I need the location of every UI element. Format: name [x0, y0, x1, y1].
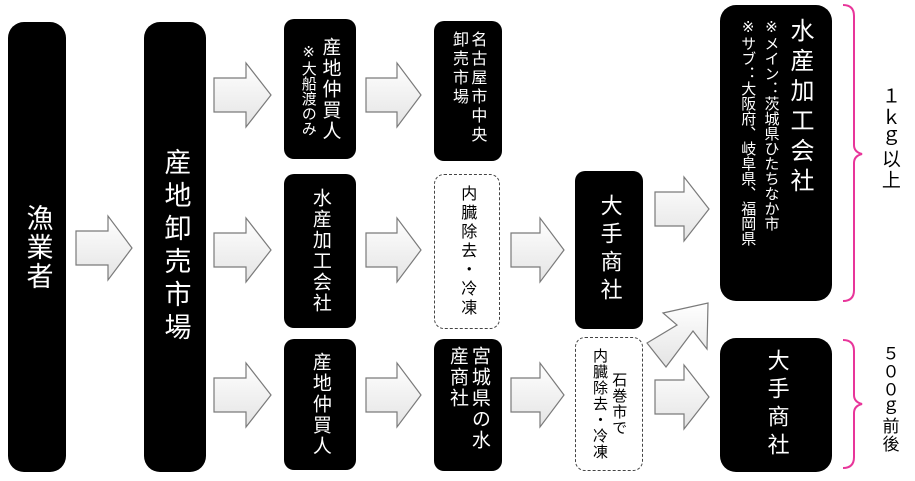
arrow-gutting-to-trader: [510, 216, 565, 284]
processor-right-note-main: ※メイン：茨城県ひたちなか市: [762, 18, 781, 231]
gutting-freezing-box: 内臓除去・冷凍: [434, 174, 500, 329]
processor-mid-label: 水産加工会社: [309, 188, 332, 314]
major-trader-right-label: 大手商社: [763, 349, 789, 461]
arrow-market-to-broker-bottom: [213, 361, 272, 429]
arrow-fishermen-to-market: [75, 214, 133, 282]
origin-market-box: 産地卸売市場: [144, 22, 206, 472]
processor-mid-box: 水産加工会社: [284, 174, 356, 328]
local-broker-bottom-box: 産地仲買人: [284, 339, 356, 470]
major-trader-mid-box: 大手商社: [575, 171, 643, 329]
arrow-trader-to-processor: [654, 175, 710, 243]
major-trader-mid-label: 大手商社: [596, 194, 622, 306]
local-broker-top-box: 産地仲買人 ※大船渡のみ: [284, 19, 356, 159]
arrow-broker-to-miyagi: [365, 361, 422, 429]
nagoya-market-box: 名古屋市中央卸売市場: [434, 21, 502, 161]
fishermen-box: 漁業者: [8, 22, 66, 472]
ishinomaki-action: 内臓除去・冷凍: [591, 348, 609, 460]
weight-label-1kg: １ｋｇ以上: [878, 86, 901, 191]
fishermen-label: 漁業者: [21, 203, 53, 291]
miyagi-trader-box: 宮城県の水産商社: [434, 339, 502, 471]
local-broker-top-note: ※大船渡のみ: [299, 42, 318, 136]
major-trader-right-box: 大手商社: [720, 338, 832, 472]
origin-market-label: 産地卸売市場: [159, 148, 191, 346]
arrow-broker-to-nagoya: [365, 61, 422, 129]
arrow-market-to-processor: [213, 216, 272, 284]
arrow-market-to-broker-top: [213, 61, 272, 129]
local-broker-bottom-label: 産地仲買人: [309, 352, 332, 457]
bracket-1kg: [842, 4, 863, 302]
nagoya-market-label: 名古屋市中央卸売市場: [450, 31, 488, 145]
arrow-miyagi-to-ishinomaki: [510, 361, 565, 429]
ishinomaki-place: 石巻市で: [610, 372, 629, 436]
gutting-freezing-label: 内臓除去・冷凍: [458, 185, 478, 318]
processor-right-box: 水産加工会社 ※メイン：茨城県ひたちなか市 ※サブ：大阪府、岐阜県、福岡県: [720, 5, 832, 301]
processor-right-note-sub: ※サブ：大阪府、岐阜県、福岡県: [739, 18, 758, 246]
arrow-processor-to-gutting: [365, 216, 422, 284]
arrow-ishinomaki-to-trader: [654, 363, 710, 431]
ishinomaki-process-box: 石巻市で 内臓除去・冷凍: [575, 337, 643, 471]
processor-right-label: 水産加工会社: [786, 18, 815, 198]
local-broker-top-label: 産地仲買人: [319, 36, 342, 142]
bracket-500g: [842, 339, 863, 469]
miyagi-trader-label: 宮城県の水産商社: [447, 346, 491, 451]
weight-label-500g: ５００ｇ前後: [878, 345, 899, 453]
arrow-ishinomaki-to-processor: [646, 302, 709, 368]
